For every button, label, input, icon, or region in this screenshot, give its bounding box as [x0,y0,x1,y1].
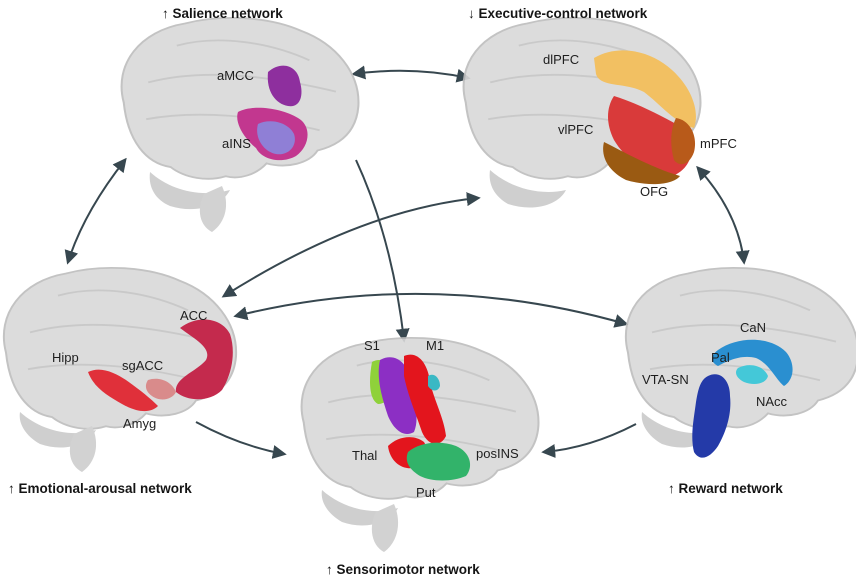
arrow-salience-sensorimotor [355,159,410,343]
dlpfc-region [594,50,696,128]
put-region [406,442,471,481]
label-m1: M1 [426,338,444,353]
arrow-salience-emotional [64,157,127,265]
vta-sn-region [692,374,731,458]
arrow-salience-executive [351,65,471,83]
label-posins: posINS [476,446,519,461]
label-vlpfc: vlPFC [558,122,593,137]
reward-brain: CaN Pal VTA-SN NAcc [624,266,856,458]
label-dlpfc: dlPFC [543,52,579,67]
title-salience-network: ↑ Salience network [162,6,283,21]
arrow-emotional-executive [221,192,481,298]
brainstem [199,186,227,232]
title-sensorimotor-network: ↑ Sensorimotor network [326,562,480,577]
cerebellum [489,170,566,208]
executive-brain: dlPFC vlPFC mPFC OFG [462,16,737,208]
label-sgacc: sgACC [122,358,163,373]
ofg-region [603,142,680,185]
sensorimotor-brain: S1 M1 Thal Put posINS [300,336,540,552]
ains-region-inner [257,121,295,155]
label-mpfc: mPFC [700,136,737,151]
title-executive-control-network: ↓ Executive-control network [468,6,648,21]
arrow-executive-reward [696,165,750,265]
label-vta-sn: VTA-SN [642,372,689,387]
title-reward-network: ↑ Reward network [668,481,783,496]
salience-brain: aMCC aINS [120,16,360,232]
connection-arrows [64,65,750,459]
arrow-emotional-reward [233,292,629,328]
label-nacc: NAcc [756,394,788,409]
can-region [712,339,793,386]
sgacc-region [145,378,176,400]
label-ains: aINS [222,136,251,151]
amcc-region [267,65,302,107]
emotional-brain: ACC Hipp sgACC Amyg [2,266,238,472]
label-hipp: Hipp [52,350,79,365]
label-s1: S1 [364,338,380,353]
label-ofg: OFG [640,184,668,199]
acc-region [175,319,233,400]
arrow-reward-sensorimotor [541,423,637,459]
brainstem [69,426,97,472]
label-acc: ACC [180,308,207,323]
label-put: Put [416,485,436,500]
title-emotional-arousal-network: ↑ Emotional-arousal network [8,481,192,496]
mpfc-region [671,118,696,165]
arrow-emotional-sensorimotor [195,421,287,459]
pal-region [736,365,768,384]
cyan-region [428,374,440,391]
label-pal: Pal [711,350,730,365]
label-thal: Thal [352,448,377,463]
brainstem [371,504,399,552]
m1-region [404,354,446,444]
label-amyg: Amyg [123,416,156,431]
label-can: CaN [740,320,766,335]
label-amcc: aMCC [217,68,254,83]
hipp-region [88,369,158,412]
